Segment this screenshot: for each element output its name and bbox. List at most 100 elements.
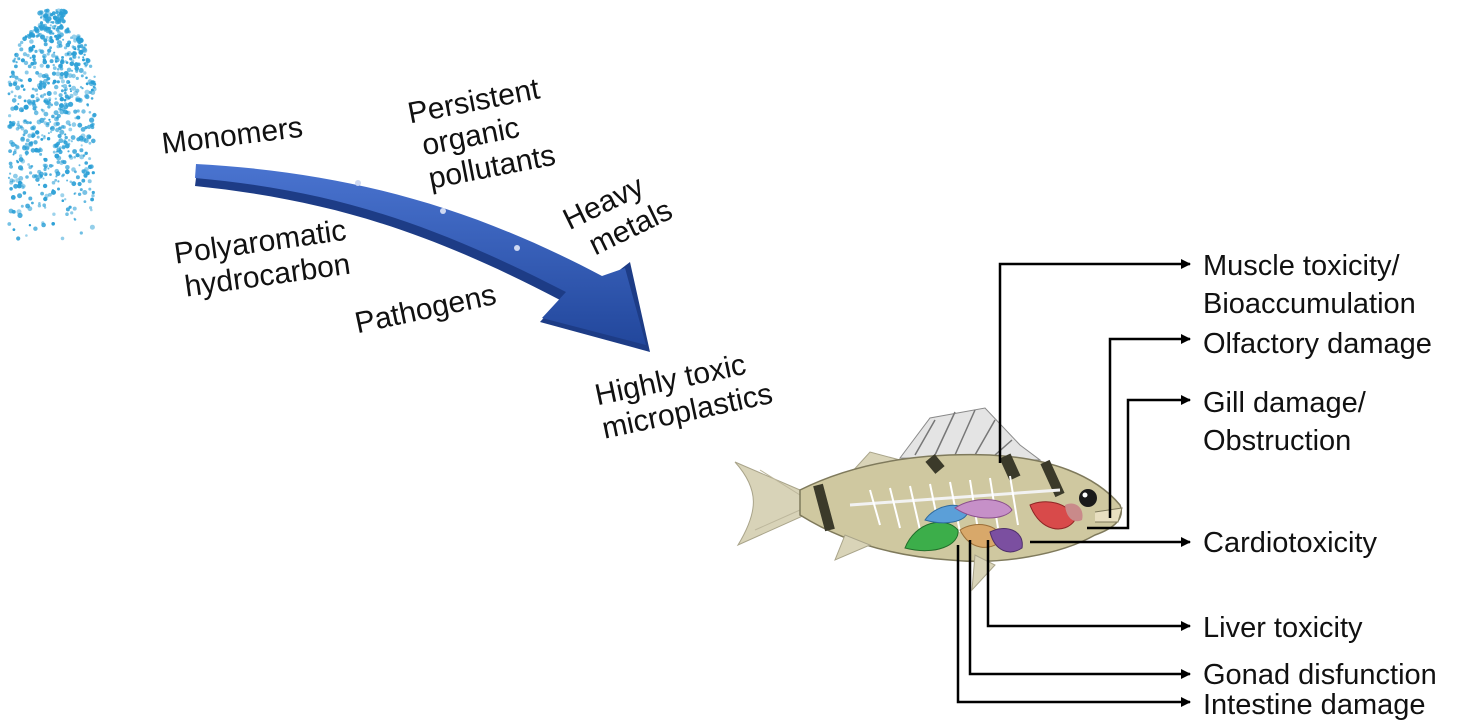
particle-dot: [76, 115, 81, 120]
particle-dot: [91, 113, 96, 118]
particle-dot: [69, 57, 73, 61]
particle-dot: [90, 208, 93, 212]
particle-dot: [53, 110, 59, 116]
particle-dot: [10, 195, 16, 200]
particle-dot: [9, 140, 14, 145]
particle-dot: [43, 206, 47, 209]
particle-dot: [22, 133, 26, 137]
particle-dot: [8, 82, 13, 87]
particle-dot: [70, 211, 74, 215]
particle-dot: [71, 181, 77, 187]
particle-dot: [40, 34, 46, 40]
particle-dot: [51, 189, 56, 195]
particle-dot: [53, 91, 58, 95]
particle-dot: [55, 10, 59, 15]
particle-dot: [52, 150, 56, 154]
particle-dot: [55, 71, 61, 77]
particle-dot: [66, 80, 71, 84]
particle-dot: [51, 53, 56, 58]
particle-dot: [91, 171, 95, 175]
particle-dot: [75, 76, 79, 80]
microplastic-bottle-icon: [7, 8, 97, 241]
particle-dot: [40, 138, 44, 141]
particle-dot: [43, 165, 48, 169]
particle-dot: [23, 60, 29, 66]
particle-dot: [73, 109, 78, 114]
particle-dot: [68, 84, 72, 88]
particle-dot: [37, 32, 41, 36]
particle-dot: [20, 58, 25, 63]
particle-dot: [8, 149, 13, 154]
particle-dot: [69, 88, 72, 91]
particle-dot: [38, 147, 42, 150]
particle-dot: [12, 122, 15, 126]
particle-dot: [80, 74, 84, 78]
particle-dot: [28, 165, 33, 170]
particle-dot: [54, 34, 58, 38]
particle-dot: [91, 194, 95, 198]
particle-dot: [28, 224, 32, 227]
particle-dot: [48, 164, 53, 168]
particle-dot: [13, 150, 17, 155]
particle-dot: [60, 79, 65, 84]
particle-dot: [43, 38, 48, 43]
connector-liver: [986, 540, 1191, 631]
particle-dot: [75, 88, 80, 93]
particle-dot: [46, 137, 51, 141]
particle-dot: [48, 99, 51, 102]
particle-dot: [13, 173, 18, 179]
particle-dot: [88, 111, 92, 114]
particle-dot: [60, 89, 64, 93]
particle-dot: [22, 52, 27, 57]
effect-liver-toxicity: Liver toxicity: [1203, 609, 1363, 647]
particle-dot: [31, 125, 36, 130]
particle-dot: [82, 56, 85, 59]
particle-dot: [60, 236, 65, 241]
particle-dot: [51, 222, 55, 226]
particle-dot: [62, 38, 65, 41]
effect-liver-line1: Liver toxicity: [1203, 612, 1363, 644]
particle-dot: [26, 53, 30, 58]
particle-dot: [84, 89, 90, 95]
particle-dot: [43, 196, 48, 202]
particle-dot: [83, 62, 86, 65]
particle-dot: [49, 173, 52, 176]
effect-gill-line1: Gill damage/: [1203, 387, 1366, 419]
particle-dot: [64, 60, 67, 63]
particle-dot: [45, 18, 50, 23]
particle-dot: [62, 160, 67, 165]
particle-dot: [93, 75, 96, 79]
particle-dot: [85, 82, 89, 86]
particle-dot: [7, 124, 12, 129]
particle-dot: [29, 39, 34, 44]
particle-dot: [68, 205, 72, 209]
particle-dot: [33, 110, 39, 116]
particle-dot: [61, 14, 64, 17]
particle-dot: [61, 145, 66, 150]
particle-dot: [35, 34, 39, 38]
particle-dot: [60, 60, 64, 64]
particle-dot: [87, 171, 90, 174]
particle-dot: [43, 73, 49, 78]
particle-dot: [90, 88, 94, 92]
particle-dot: [66, 67, 72, 73]
particle-dot: [72, 54, 77, 59]
particle-dot: [51, 71, 57, 76]
particle-dot: [14, 144, 17, 147]
particle-dot: [49, 36, 53, 40]
particle-dot: [80, 144, 83, 147]
particle-dot: [71, 34, 77, 40]
particle-dot: [12, 59, 16, 63]
particle-dot: [17, 212, 23, 218]
particle-dot: [32, 65, 37, 69]
particle-dot: [79, 154, 85, 160]
particle-dot: [85, 57, 89, 62]
particle-dot: [59, 66, 64, 71]
particle-dot: [63, 104, 69, 110]
particle-dot: [28, 196, 33, 201]
particle-dot: [49, 130, 53, 134]
particle-dot: [56, 150, 58, 153]
particle-dot: [93, 82, 97, 86]
particle-dot: [24, 150, 29, 155]
particle-dot: [88, 90, 92, 94]
